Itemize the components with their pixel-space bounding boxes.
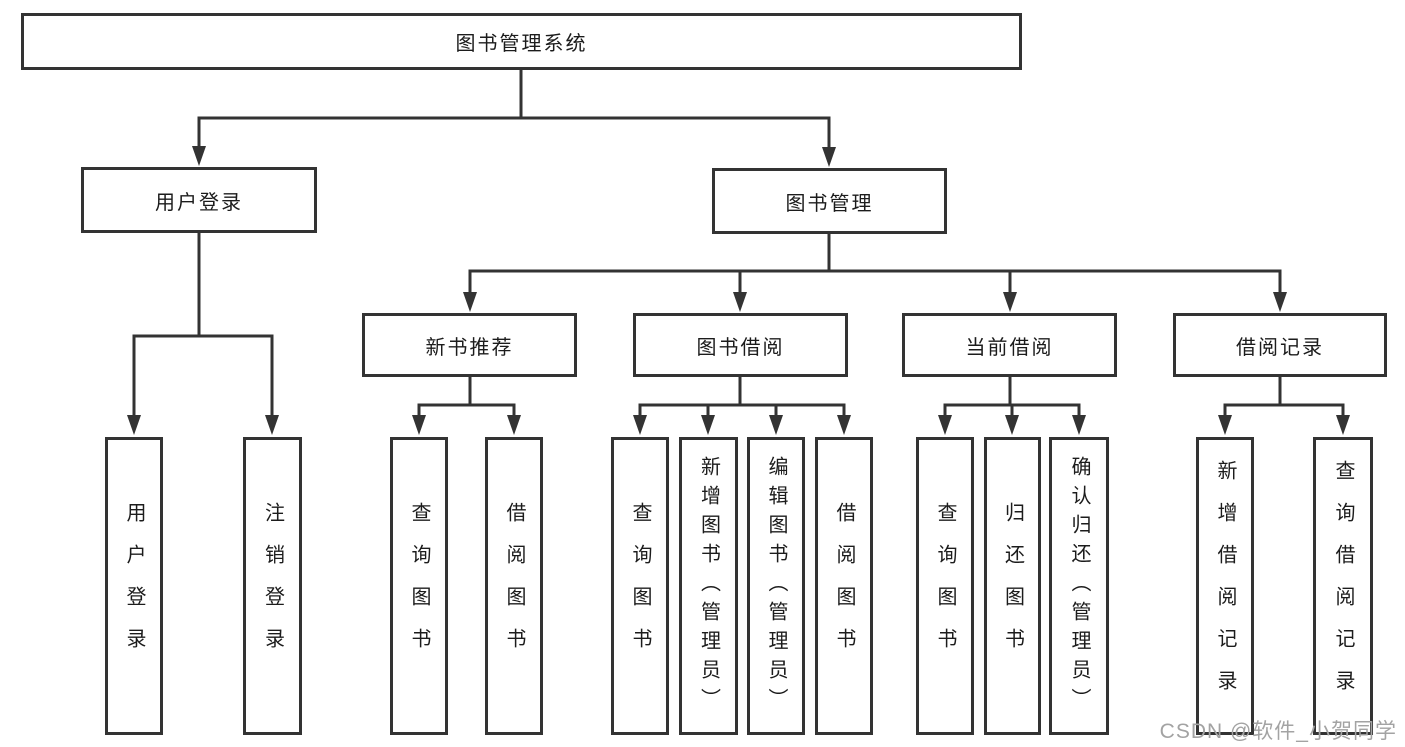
arrowheads	[127, 146, 1350, 435]
node-current-borrowing: 当前借阅	[902, 313, 1117, 377]
arrow-down-icon	[701, 415, 715, 435]
node-library-management-system: 图书管理系统	[21, 13, 1022, 70]
node-borrowing-records: 借阅记录	[1173, 313, 1387, 377]
leaf-query-borrow-record: 查询借阅记录	[1313, 437, 1373, 735]
leaf-confirm-return-admin: 确认归还（管理员）	[1049, 437, 1109, 735]
arrow-down-icon	[1336, 415, 1350, 435]
node-book-management: 图书管理	[712, 168, 947, 234]
arrow-down-icon	[1072, 415, 1086, 435]
leaf-add-borrow-record: 新增借阅记录	[1196, 437, 1254, 735]
connector-g1-cross	[638, 403, 846, 417]
leaf-borrow-books: 借阅图书	[815, 437, 873, 735]
leaf-borrow-books-recommend: 借阅图书	[485, 437, 543, 735]
leaf-edit-book-admin: 编辑图书（管理员）	[747, 437, 805, 735]
connector-g3-cross	[1223, 403, 1345, 417]
arrow-down-icon	[192, 146, 206, 166]
arrow-down-icon	[822, 147, 836, 167]
arrow-down-icon	[463, 292, 477, 312]
leaf-logout: 注销登录	[243, 437, 302, 735]
leaf-query-books-current: 查询图书	[916, 437, 974, 735]
arrow-down-icon	[265, 415, 279, 435]
arrow-down-icon	[127, 415, 141, 435]
node-book-borrowing: 图书借阅	[633, 313, 848, 377]
arrow-down-icon	[837, 415, 851, 435]
arrow-down-icon	[1218, 415, 1232, 435]
connector-level1-cross	[197, 116, 831, 149]
leaf-return-book: 归还图书	[984, 437, 1041, 735]
arrow-down-icon	[1273, 292, 1287, 312]
connector-bookmgmt-cross	[468, 269, 1282, 294]
arrow-down-icon	[507, 415, 521, 435]
leaf-query-books-borrowing: 查询图书	[611, 437, 669, 735]
leaf-add-book-admin: 新增图书（管理员）	[679, 437, 738, 735]
arrow-down-icon	[633, 415, 647, 435]
arrow-down-icon	[733, 292, 747, 312]
connector-userlogin-cross	[132, 334, 274, 417]
arrow-down-icon	[412, 415, 426, 435]
leaf-query-books-recommend: 查询图书	[390, 437, 448, 735]
arrow-down-icon	[769, 415, 783, 435]
arrow-down-icon	[1003, 292, 1017, 312]
connector-g0-cross	[417, 403, 516, 417]
node-new-book-recommendation: 新书推荐	[362, 313, 577, 377]
arrow-down-icon	[1005, 415, 1019, 435]
leaf-user-login: 用户登录	[105, 437, 163, 735]
watermark: CSDN @软件_小贺同学	[1159, 720, 1397, 743]
node-user-login: 用户登录	[81, 167, 317, 233]
arrow-down-icon	[938, 415, 952, 435]
